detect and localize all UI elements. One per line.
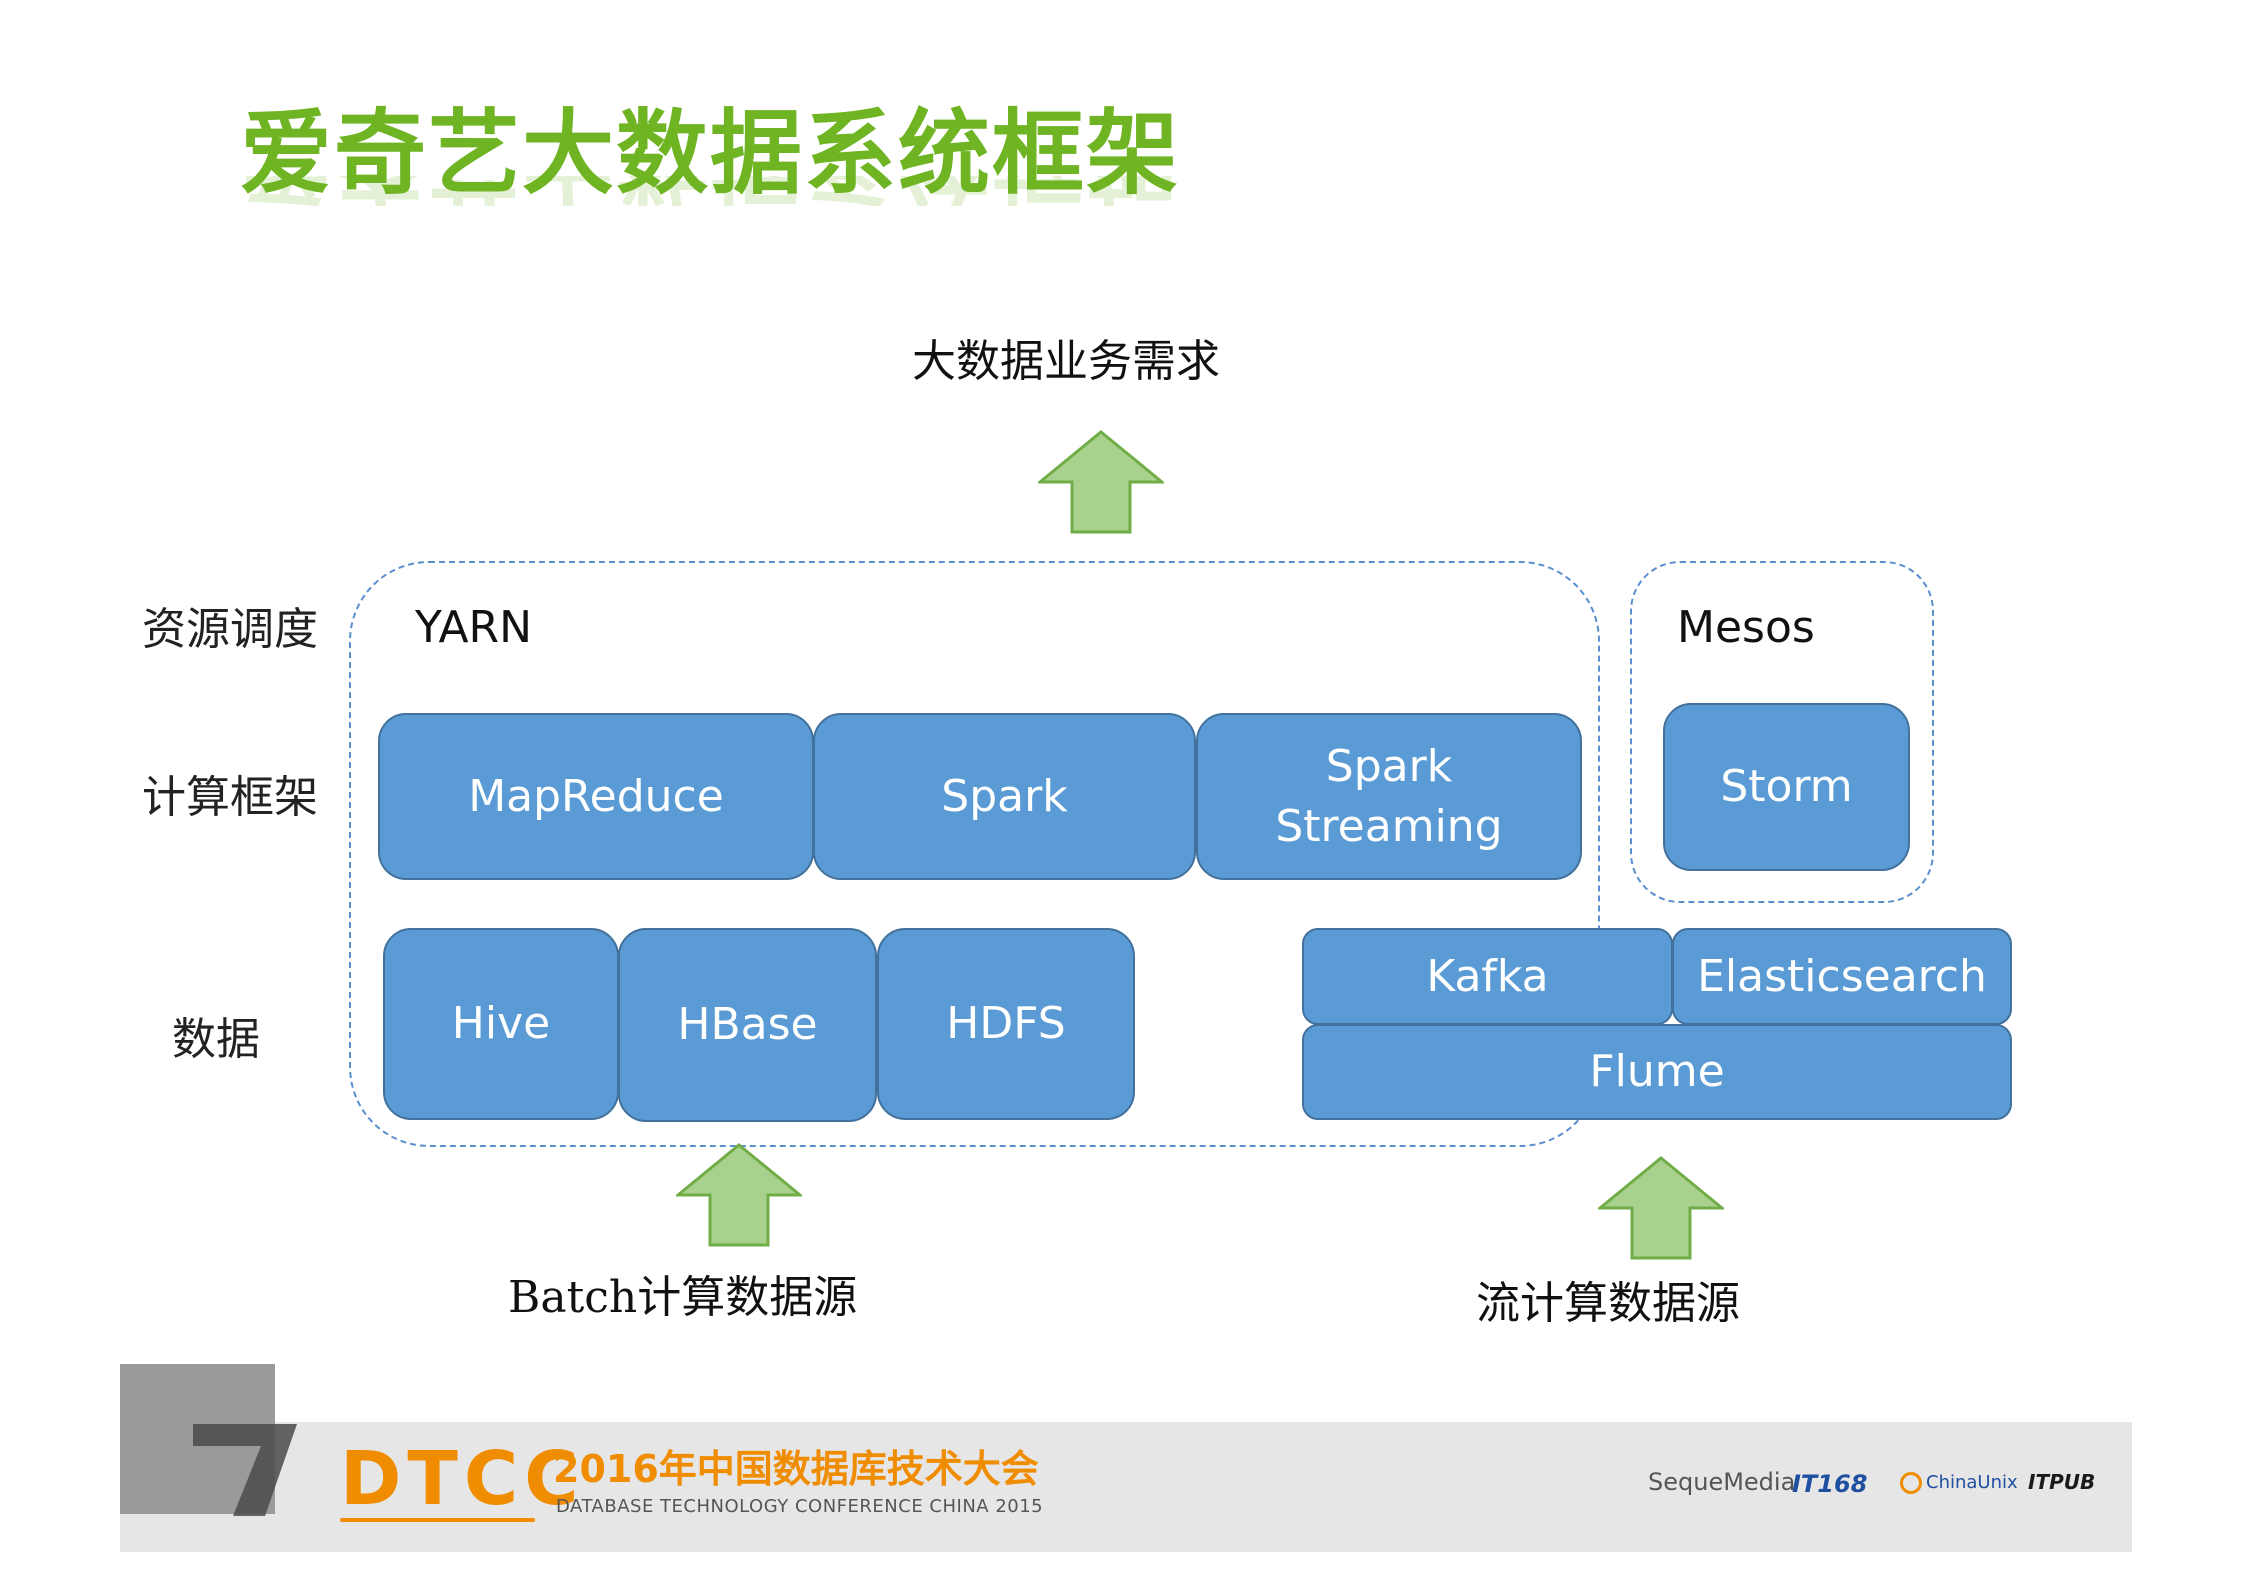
chinaunix-icon (1900, 1472, 1922, 1494)
kafka-box: Kafka (1302, 928, 1673, 1025)
sponsor-itpub: ITPUB (2028, 1470, 2096, 1494)
kafka-label: Kafka (1426, 950, 1549, 1002)
hive-box: Hive (383, 928, 619, 1120)
batch-up-arrow-icon (676, 1143, 802, 1247)
hdfs-box: HDFS (877, 928, 1135, 1120)
sponsor-sequemedia: SequeMedia (1648, 1468, 1796, 1496)
row-label-compute: 计算框架 (142, 772, 318, 823)
footer-band (120, 1422, 2132, 1552)
hbase-label: HBase (677, 999, 818, 1051)
elasticsearch-box: Elasticsearch (1672, 928, 2012, 1025)
batch-source-label: Batch计算数据源 (508, 1272, 858, 1323)
stream-up-arrow-icon (1598, 1156, 1724, 1260)
spark-streaming-box: Spark Streaming (1196, 713, 1582, 880)
storm-label: Storm (1720, 761, 1853, 813)
row-label-data: 数据 (172, 1014, 260, 1065)
conference-mosaic-logo (185, 1420, 305, 1520)
mesos-label: Mesos (1677, 602, 1815, 653)
yarn-label: YARN (415, 602, 533, 653)
spark-streaming-label: Spark Streaming (1275, 741, 1503, 852)
mesos-container (1630, 561, 1934, 903)
mapreduce-box: MapReduce (378, 713, 814, 880)
spark-label: Spark (941, 770, 1068, 822)
hive-label: Hive (451, 998, 551, 1050)
row-label-scheduling: 资源调度 (142, 604, 318, 655)
hbase-box: HBase (618, 928, 877, 1122)
dtcc-logo-underline (340, 1518, 535, 1522)
flume-box: Flume (1302, 1024, 2012, 1120)
mapreduce-label: MapReduce (468, 770, 724, 822)
sponsor-it168: IT168 (1792, 1470, 1868, 1498)
flume-label: Flume (1589, 1046, 1725, 1098)
business-demand-label: 大数据业务需求 (912, 336, 1220, 387)
stream-source-label: 流计算数据源 (1476, 1278, 1740, 1329)
conference-name-en: DATABASE TECHNOLOGY CONFERENCE CHINA 201… (556, 1496, 1044, 1517)
spark-box: Spark (813, 713, 1196, 880)
hdfs-label: HDFS (946, 998, 1066, 1050)
dtcc-logo: DTCC (340, 1436, 585, 1522)
up-arrow-icon (1038, 430, 1164, 534)
slide-title: 爱奇艺大数据系统框架 (240, 100, 1181, 207)
slide-title-reflection: 爱奇艺大数据系统框架 (240, 176, 1180, 206)
elasticsearch-label: Elasticsearch (1697, 950, 1987, 1002)
sponsor-chinaunix: ChinaUnix (1926, 1472, 2018, 1493)
conference-name-cn: 2016年中国数据库技术大会 (553, 1447, 1039, 1491)
yarn-container (349, 561, 1600, 1147)
storm-box: Storm (1663, 703, 1910, 871)
